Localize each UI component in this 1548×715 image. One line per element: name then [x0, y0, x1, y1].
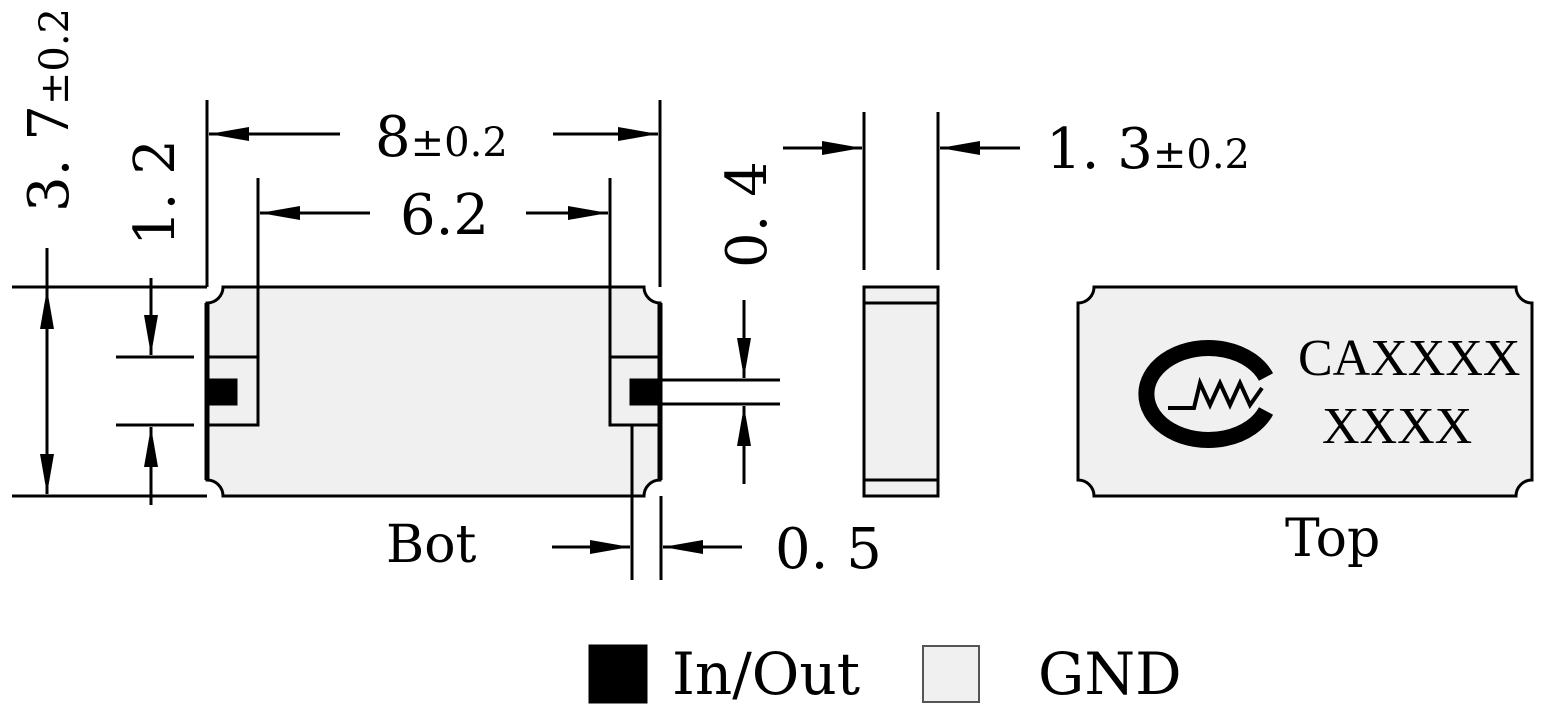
top-view-label: Top [1285, 509, 1380, 569]
legend-gnd-swatch [922, 645, 980, 703]
bottom-body [205, 285, 662, 498]
left-in-out-pad [205, 378, 238, 406]
dim-height: 3. 7±0.2 [17, 8, 82, 212]
dim-thickness: 1. 3±0.2 [1046, 117, 1250, 182]
marking-line-2: XXXX [1322, 398, 1472, 455]
extension-lines [12, 100, 780, 580]
side-view [783, 112, 1020, 498]
bottom-view [204, 285, 663, 498]
dim-pad-width: 0. 5 [775, 517, 882, 582]
manufacturer-logo-icon [1138, 340, 1274, 448]
side-body [862, 285, 940, 498]
dim-pin-height: 0. 4 [715, 161, 780, 268]
legend-gnd-label: GND [1038, 640, 1182, 708]
bottom-view-label: Bot [386, 515, 477, 575]
marking-line-1: CAXXXX [1298, 330, 1520, 387]
dim-pad-height: 1. 2 [123, 139, 188, 246]
right-in-out-pad [629, 378, 662, 406]
dim-pad-span: 6.2 [400, 183, 489, 248]
dim-length: 8±0.2 [375, 105, 508, 170]
legend-in-out-label: In/Out [672, 640, 860, 708]
legend: In/Out GND [588, 640, 1182, 708]
dimension-arrows [40, 127, 751, 554]
legend-in-out-swatch [588, 644, 648, 704]
